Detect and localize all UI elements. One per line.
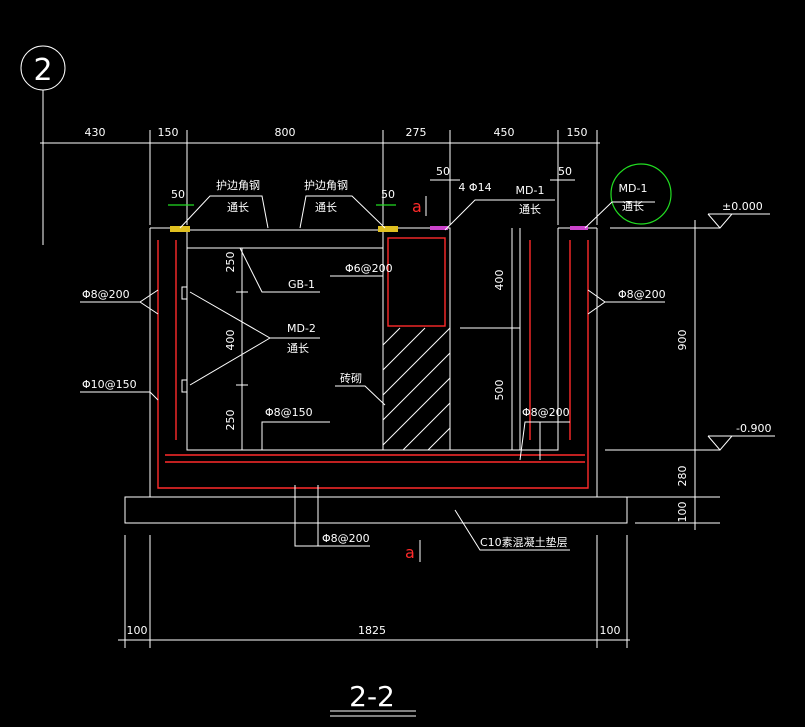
dim-400-right: 400	[493, 270, 506, 291]
md1-right-label: MD-1	[619, 182, 648, 195]
dim-150-right: 150	[567, 126, 588, 139]
dim-50-right: 50	[558, 165, 572, 178]
elevation-bottom: -0.900	[736, 422, 771, 435]
phi8-200-inner-label: Φ8@200	[522, 406, 570, 419]
dim-50-left: 50	[171, 188, 185, 201]
dim-900: 900	[676, 330, 689, 351]
cut-mark-bottom: a	[405, 543, 415, 562]
phi10-label: Φ10@150	[82, 378, 137, 391]
concrete-label: C10素混凝土垫层	[480, 535, 568, 549]
right-dimension-chain: 900 280 100	[605, 220, 720, 530]
phi8-right-label: Φ8@200	[618, 288, 666, 301]
angle-steel-markers	[170, 226, 588, 232]
dim-450: 450	[494, 126, 515, 139]
dim-275: 275	[406, 126, 427, 139]
phi6-label: Φ6@200	[345, 262, 393, 275]
md1-mid-sub: 通长	[519, 203, 541, 216]
dim-400-mid: 400	[224, 330, 237, 351]
small-dims-50: 50 50 50 50	[168, 165, 575, 206]
angle-steel-2-sub: 通长	[315, 201, 337, 214]
elevation-marks: ±0.000 -0.900	[707, 200, 775, 451]
rebar	[157, 240, 589, 489]
dim-250-bot: 250	[224, 410, 237, 431]
dim-250-top: 250	[224, 252, 237, 273]
dim-150-left: 150	[158, 126, 179, 139]
section-marker-number: 2	[33, 53, 52, 88]
md2-sub: 通长	[287, 342, 309, 355]
dim-500-right: 500	[493, 380, 506, 401]
angle-steel-1-text: 护边角钢	[216, 178, 260, 192]
cut-mark-top: a	[412, 197, 422, 216]
dim-430: 430	[85, 126, 106, 139]
md1-right-sub: 通长	[622, 200, 644, 213]
right-inner-dims: 400 500	[460, 228, 520, 450]
dim-100-left: 100	[127, 624, 148, 637]
dim-100-bottom-right: 100	[600, 624, 621, 637]
left-inner-dims: 250 400 250	[224, 248, 248, 450]
top-dimension-chain: 430 150 800 275 450 150	[40, 126, 600, 225]
dim-800: 800	[275, 126, 296, 139]
angle-steel-label-2: 护边角钢 通长	[299, 178, 386, 229]
phi8-left-label: Φ8@200	[82, 288, 130, 301]
dim-280: 280	[676, 466, 689, 487]
gb1-label: GB-1	[288, 278, 315, 291]
angle-steel-label-1: 护边角钢 通长	[179, 178, 269, 229]
md2-label: MD-2	[287, 322, 316, 335]
dim-50-upper: 50	[436, 165, 450, 178]
angle-steel-2-text: 护边角钢	[304, 178, 348, 192]
md1-mid-label: MD-1	[516, 184, 545, 197]
highlight-circle	[610, 163, 672, 225]
section-title: 2-2	[349, 680, 395, 713]
dim-1825: 1825	[358, 624, 386, 637]
phi8-200-bottom-label: Φ8@200	[322, 532, 370, 545]
dim-100-right: 100	[676, 502, 689, 523]
section-marker: 2	[20, 45, 66, 245]
section-title-block: 2-2	[330, 680, 416, 717]
brick-label: 砖砌	[340, 371, 362, 385]
brick-hatch	[382, 327, 451, 451]
trench-structure	[124, 227, 628, 524]
dim-50-mid: 50	[381, 188, 395, 201]
bottom-dimension-chain: 100 1825 100	[118, 535, 630, 648]
angle-steel-1-sub: 通长	[227, 201, 249, 214]
elevation-top: ±0.000	[722, 200, 763, 213]
phi8-150-label: Φ8@150	[265, 406, 313, 419]
rebar-4phi14-label: 4 Φ14	[458, 181, 491, 194]
